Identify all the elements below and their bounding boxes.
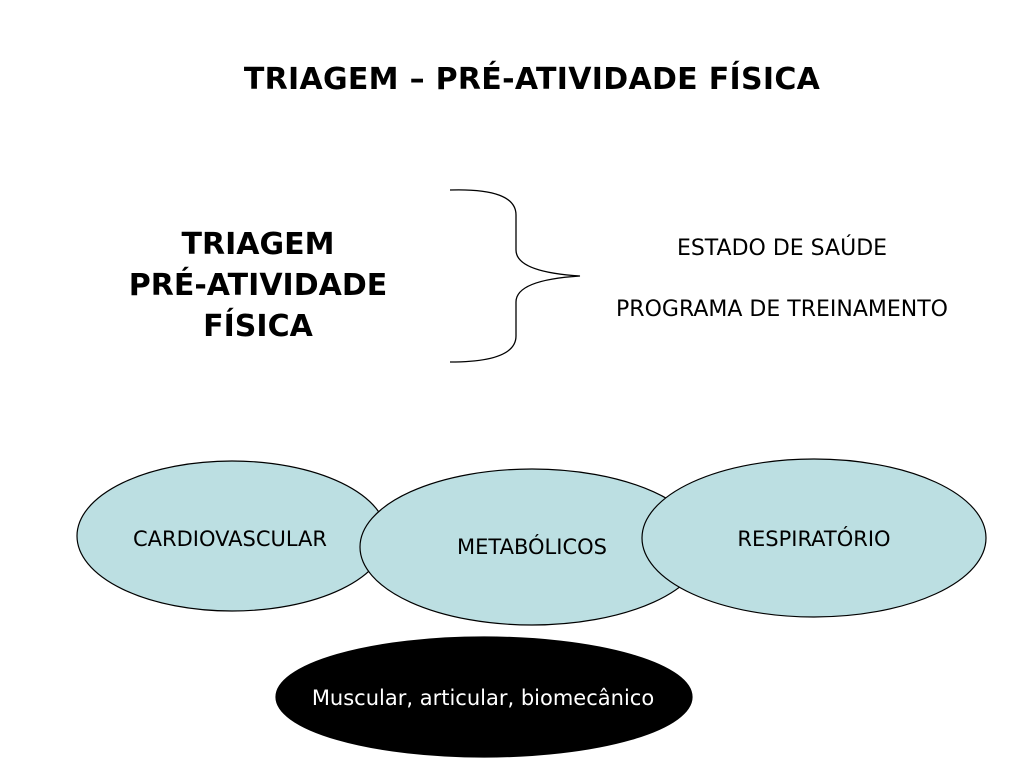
left-heading-line-2: PRÉ-ATIVIDADE [128,268,388,303]
brace-item-estado-de-saude: ESTADO DE SAÚDE [676,236,888,261]
brace-item-programa-de-treinamento: PROGRAMA DE TREINAMENTO [616,297,948,322]
respiratorio-label: RESPIRATÓRIO [737,527,891,551]
left-heading-line-3: FÍSICA [203,309,313,344]
left-heading: TRIAGEM PRÉ-ATIVIDADE FÍSICA [100,224,416,347]
respiratorio-ellipse [641,458,987,618]
muscular-ellipse [275,636,693,758]
cardiovascular-label: CARDIOVASCULAR [132,527,328,551]
metabolicos-label: METABÓLICOS [457,535,607,559]
left-heading-line-1: TRIAGEM [181,227,335,262]
curly-brace [449,189,581,363]
page-title: TRIAGEM – PRÉ-ATIVIDADE FÍSICA [243,62,821,97]
muscular-label: Muscular, articular, biomecânico [311,686,655,710]
